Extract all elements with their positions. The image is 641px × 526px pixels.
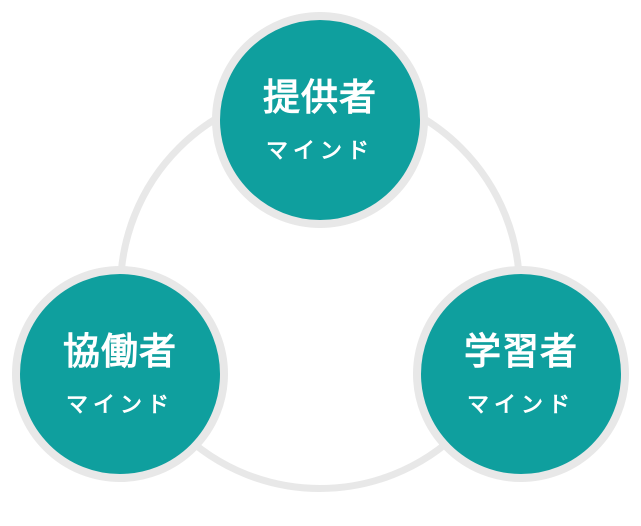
node-subtitle: マインド bbox=[466, 393, 575, 418]
provider-mindset-node: 提供者 マインド bbox=[212, 12, 428, 228]
learner-mindset-node: 学習者 マインド bbox=[413, 266, 629, 482]
node-subtitle: マインド bbox=[265, 139, 374, 164]
collaborator-mindset-node: 協働者 マインド bbox=[12, 266, 228, 482]
node-title: 提供者 bbox=[263, 76, 377, 119]
node-title: 協働者 bbox=[63, 330, 177, 373]
node-title: 学習者 bbox=[464, 330, 578, 373]
node-subtitle: マインド bbox=[65, 393, 174, 418]
